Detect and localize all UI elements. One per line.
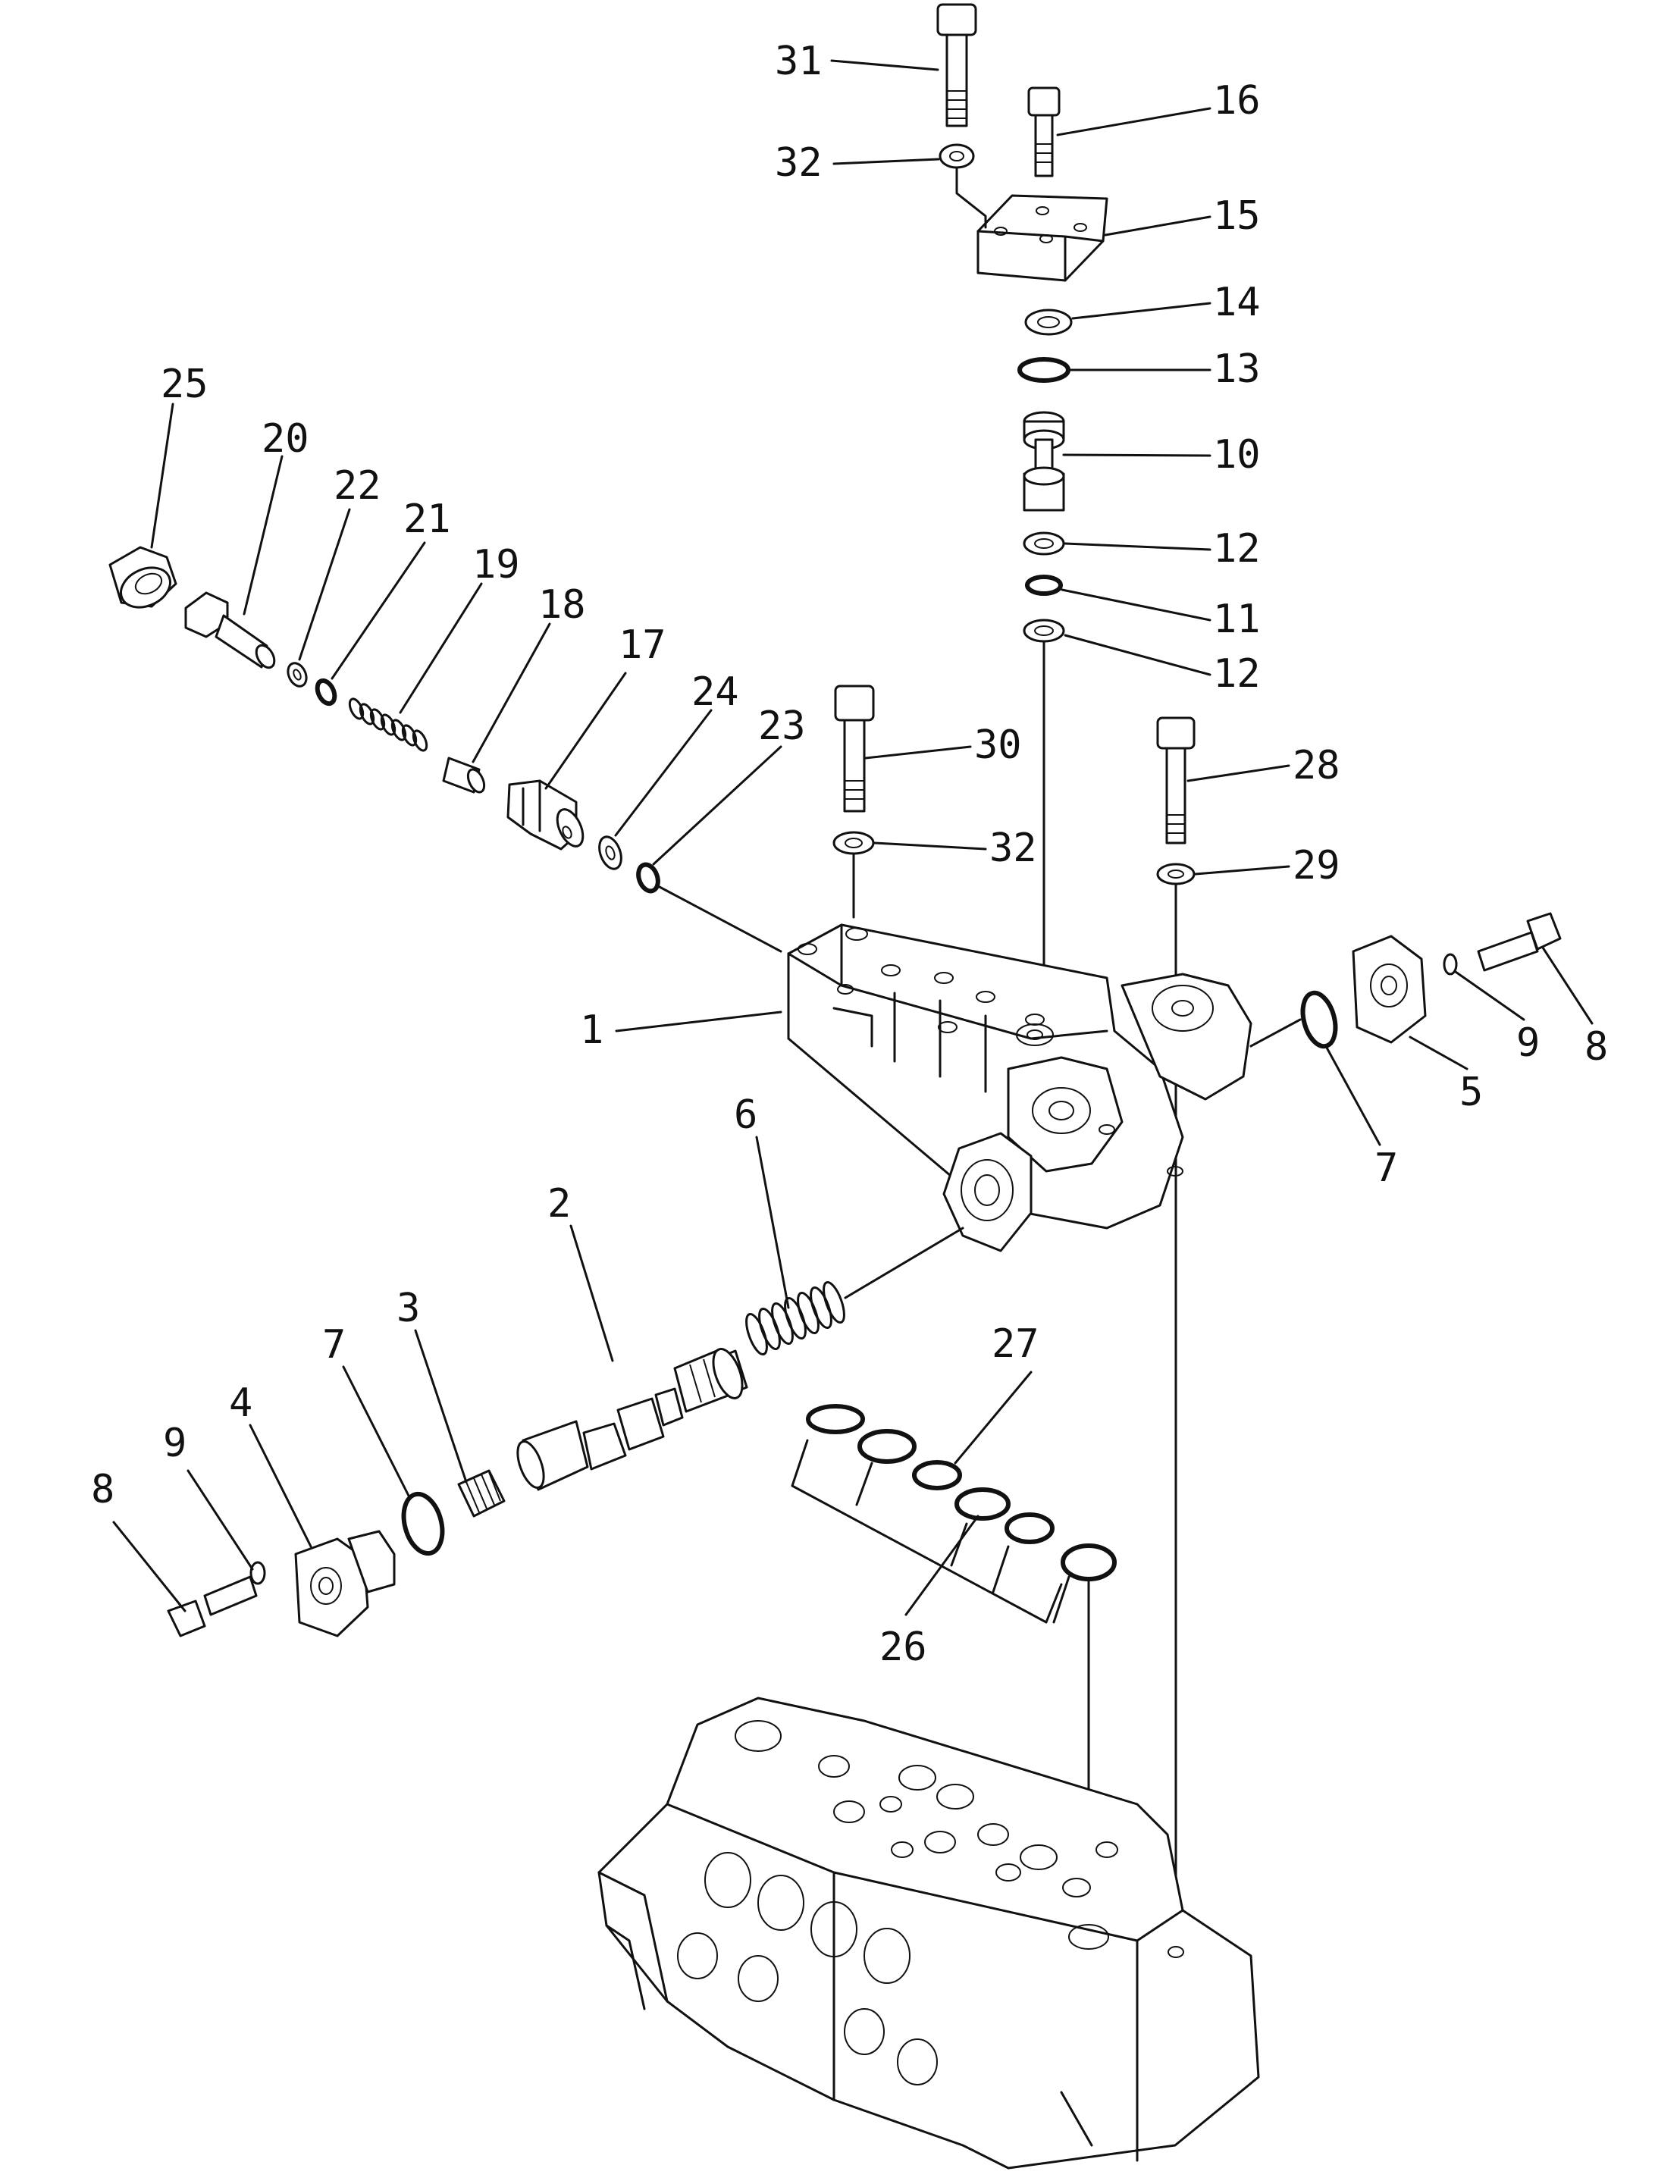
bolt-30 (834, 685, 875, 813)
centerline-spool (844, 1227, 964, 1299)
callout-16: 16 (1213, 78, 1261, 124)
oring-7-right (1300, 990, 1338, 1049)
washer-9-right (1443, 953, 1458, 976)
cap-25 (108, 546, 177, 609)
cover-5 (1352, 935, 1427, 1044)
callout-8: 8 (1584, 1024, 1608, 1070)
callout-21: 21 (403, 497, 451, 542)
callout-7: 7 (1374, 1145, 1398, 1191)
callout-18: 18 (538, 582, 586, 628)
bracket-26 (791, 1439, 1070, 1624)
washer-9-left (249, 1561, 266, 1585)
callout-9: 9 (163, 1421, 186, 1466)
washer-24 (598, 835, 622, 870)
callout-24: 24 (691, 669, 739, 715)
washer-29 (1156, 863, 1196, 885)
spool-2 (516, 1348, 748, 1491)
oring-13 (1017, 357, 1070, 383)
washer-22 (287, 662, 308, 688)
callout-30: 30 (974, 722, 1022, 768)
callout-7: 7 (322, 1322, 346, 1368)
callout-29: 29 (1293, 843, 1340, 888)
callout-13: 13 (1213, 346, 1261, 392)
centerline-pilot (658, 885, 782, 953)
callout-4: 4 (229, 1380, 252, 1426)
callout-15: 15 (1213, 193, 1261, 239)
washer-32-mid (832, 831, 875, 855)
spring-19 (348, 697, 428, 752)
callout-23: 23 (758, 703, 806, 749)
callout-2: 2 (547, 1181, 571, 1227)
oring-23 (636, 862, 660, 894)
callout-17: 17 (619, 622, 666, 668)
oring-27-c (1005, 1512, 1055, 1544)
oring-11 (1025, 575, 1063, 596)
oring-27-a (857, 1429, 917, 1464)
bolt-16 (1027, 86, 1061, 177)
callout-31: 31 (775, 39, 823, 84)
callout-12: 12 (1213, 526, 1261, 572)
callout-27: 27 (992, 1321, 1039, 1367)
bolt-8-right (1477, 912, 1562, 972)
callout-5: 5 (1459, 1070, 1483, 1115)
sleeve-17 (506, 779, 585, 851)
callout-25: 25 (161, 362, 208, 407)
oring-26-b (954, 1487, 1011, 1521)
callout-32: 32 (775, 140, 823, 186)
callout-14: 14 (1213, 280, 1261, 325)
callout-8: 8 (91, 1467, 114, 1512)
callout-12: 12 (1213, 651, 1261, 697)
callout-22: 22 (334, 463, 381, 509)
callout-32: 32 (989, 826, 1037, 871)
bolt-28 (1156, 716, 1196, 844)
callout-10: 10 (1213, 432, 1261, 478)
callout-26: 26 (879, 1625, 927, 1670)
callout-3: 3 (396, 1286, 420, 1331)
oring-7-left (401, 1491, 445, 1556)
bolt-8-left (167, 1575, 258, 1637)
main-valve-housing (597, 1697, 1260, 2170)
spring-6 (745, 1280, 845, 1356)
callout-9: 9 (1516, 1020, 1540, 1066)
cover-plate-15 (976, 194, 1108, 282)
valve-body-1 (787, 923, 1252, 1252)
callout-28: 28 (1293, 743, 1340, 788)
plug-20 (184, 591, 276, 669)
callout-1: 1 (580, 1007, 603, 1053)
washer-12-lower (1023, 619, 1065, 643)
washer-12-upper (1023, 531, 1065, 556)
washer-14 (1024, 309, 1073, 336)
oring-27-b (912, 1460, 962, 1490)
leader-body-to-oring7 (1249, 1018, 1302, 1048)
washer-32-top (939, 143, 975, 169)
callout-6: 6 (734, 1092, 757, 1138)
piston-18 (442, 757, 486, 794)
oring-26-c (1061, 1543, 1117, 1581)
callout-19: 19 (472, 542, 520, 588)
callout-11: 11 (1213, 597, 1261, 642)
oring-26-a (806, 1404, 865, 1434)
spring-3 (457, 1469, 506, 1518)
callout-20: 20 (262, 416, 309, 462)
cover-4 (294, 1530, 396, 1637)
bolt-31 (936, 3, 977, 127)
leader-lines (112, 59, 1594, 1616)
valve-10 (1023, 411, 1065, 512)
oring-21 (315, 678, 337, 707)
leader-bolt31-path (955, 167, 987, 229)
